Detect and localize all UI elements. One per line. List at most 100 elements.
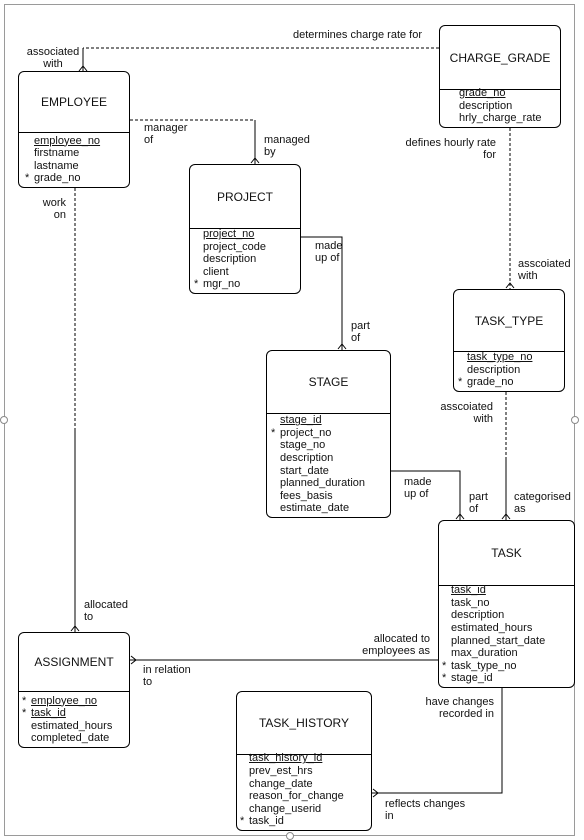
label-reflects-changes: reflects changes (385, 798, 466, 810)
attribute-name: description (459, 99, 513, 112)
attribute-mgr-no: * mgr_no (194, 278, 300, 291)
attribute-name: employee_no (31, 694, 98, 707)
attribute-name: mgr_no (203, 278, 241, 291)
attribute-name: estimated_hours (451, 622, 533, 635)
rel-employee-assignment[interactable] (70, 188, 80, 632)
label-managed-by: managed by (264, 134, 310, 158)
attribute-client: client (194, 266, 300, 279)
attribute-name: project_no (203, 228, 255, 241)
attribute-estimate-date: estimate_date (271, 502, 390, 515)
foreign-key-marker: * (442, 672, 447, 685)
label-as: as (514, 503, 526, 515)
label-made: made (315, 240, 343, 252)
label-allocated-to-employee: allocated to (84, 599, 128, 623)
rel-project-stage[interactable] (301, 236, 347, 350)
attribute-name: grade_no (467, 376, 514, 389)
label-part-of-stage: part of (351, 320, 370, 344)
entity-task-history-name: TASK_HISTORY (237, 692, 371, 755)
label-categorised-as: categorised as (514, 491, 571, 515)
attribute-estimated-hours: estimated_hours (442, 622, 574, 635)
label-recorded-in: recorded in (438, 708, 494, 720)
label-part: part (351, 320, 370, 332)
attribute-stage-id: stage_id (271, 414, 390, 427)
label-in-relation-to: in relation to (143, 664, 191, 688)
attribute-name: project_no (280, 426, 332, 439)
attribute-max-duration: max_duration (442, 647, 574, 660)
attribute-name: description (203, 253, 257, 266)
attribute-name: stage_id (451, 672, 493, 685)
attribute-task-no: task_no (442, 597, 574, 610)
label-of: of (351, 332, 361, 344)
attribute-name: task_history_id (249, 752, 323, 765)
attribute-name: hrly_charge_rate (459, 112, 542, 125)
label-to: to (84, 611, 94, 623)
resize-handle-left[interactable] (0, 416, 8, 424)
label-asscoiated-with-task-type: asscoiated with (518, 258, 571, 282)
attribute-description: description (442, 609, 574, 622)
attribute-prev-est-hrs: prev_est_hrs (240, 765, 371, 778)
attribute-name: completed_date (31, 732, 110, 745)
attribute-task-type-no: * task_type_no (442, 660, 574, 673)
attribute-name: change_userid (249, 802, 322, 815)
attribute-name: task_type_no (451, 659, 517, 672)
entity-charge-grade-name: CHARGE_GRADE (440, 26, 560, 90)
attribute-name: client (203, 265, 229, 278)
label-managed: managed (264, 134, 310, 146)
attribute-task-id: *task_id (240, 815, 371, 828)
foreign-key-marker: * (22, 707, 27, 720)
rel-task-task-history[interactable] (372, 688, 503, 798)
resize-handle-right[interactable] (571, 416, 579, 424)
rel-employee-charge-grade[interactable] (78, 47, 439, 72)
label-manager-of: manager of (144, 122, 187, 146)
label-work-on: work on (30, 197, 66, 221)
attribute-project-no: project_no (194, 228, 300, 241)
attribute-name: planned_start_date (451, 634, 546, 647)
attribute-name: grade_no (459, 87, 506, 100)
foreign-key-marker: * (271, 426, 276, 439)
foreign-key-marker: * (458, 376, 463, 389)
label-with: with (43, 58, 63, 70)
rel-task-assignment[interactable] (130, 655, 438, 665)
label-employees-as: employees as (362, 645, 430, 657)
label-part-of-task: part of (469, 491, 488, 515)
rel-charge-grade-task-type[interactable] (505, 128, 515, 289)
attribute-grade-no: * grade_no (458, 376, 564, 389)
label-categorised: categorised (514, 491, 571, 503)
attribute-project-no: * project_no (271, 427, 390, 440)
rel-employee-project[interactable] (130, 119, 260, 164)
label-of: of (469, 503, 479, 515)
attribute-task-type-no: task_type_no (458, 351, 564, 364)
foreign-key-marker: * (240, 815, 245, 828)
attribute-start-date: start_date (271, 465, 390, 478)
rel-stage-task[interactable] (391, 470, 465, 520)
attribute-name: lastname (34, 159, 79, 172)
attribute-name: grade_no (34, 172, 81, 185)
entity-project-name: PROJECT (190, 165, 300, 229)
label-by: by (264, 146, 276, 158)
label-associated-with: associated with (20, 46, 86, 70)
label-on: on (53, 209, 66, 221)
attribute-name: task_no (451, 596, 490, 609)
attribute-grade-no: grade_no (450, 87, 560, 100)
attribute-completed-date: completed_date (22, 732, 129, 745)
label-defines-hourly-rate: defines hourly rate (405, 137, 497, 149)
rel-task-type-task[interactable] (501, 392, 511, 520)
attribute-name: prev_est_hrs (249, 765, 313, 778)
foreign-key-marker: * (194, 278, 199, 291)
label-part: part (469, 491, 488, 503)
foreign-key-marker: * (442, 659, 447, 672)
attribute-grade-no: *grade_no (25, 172, 129, 185)
